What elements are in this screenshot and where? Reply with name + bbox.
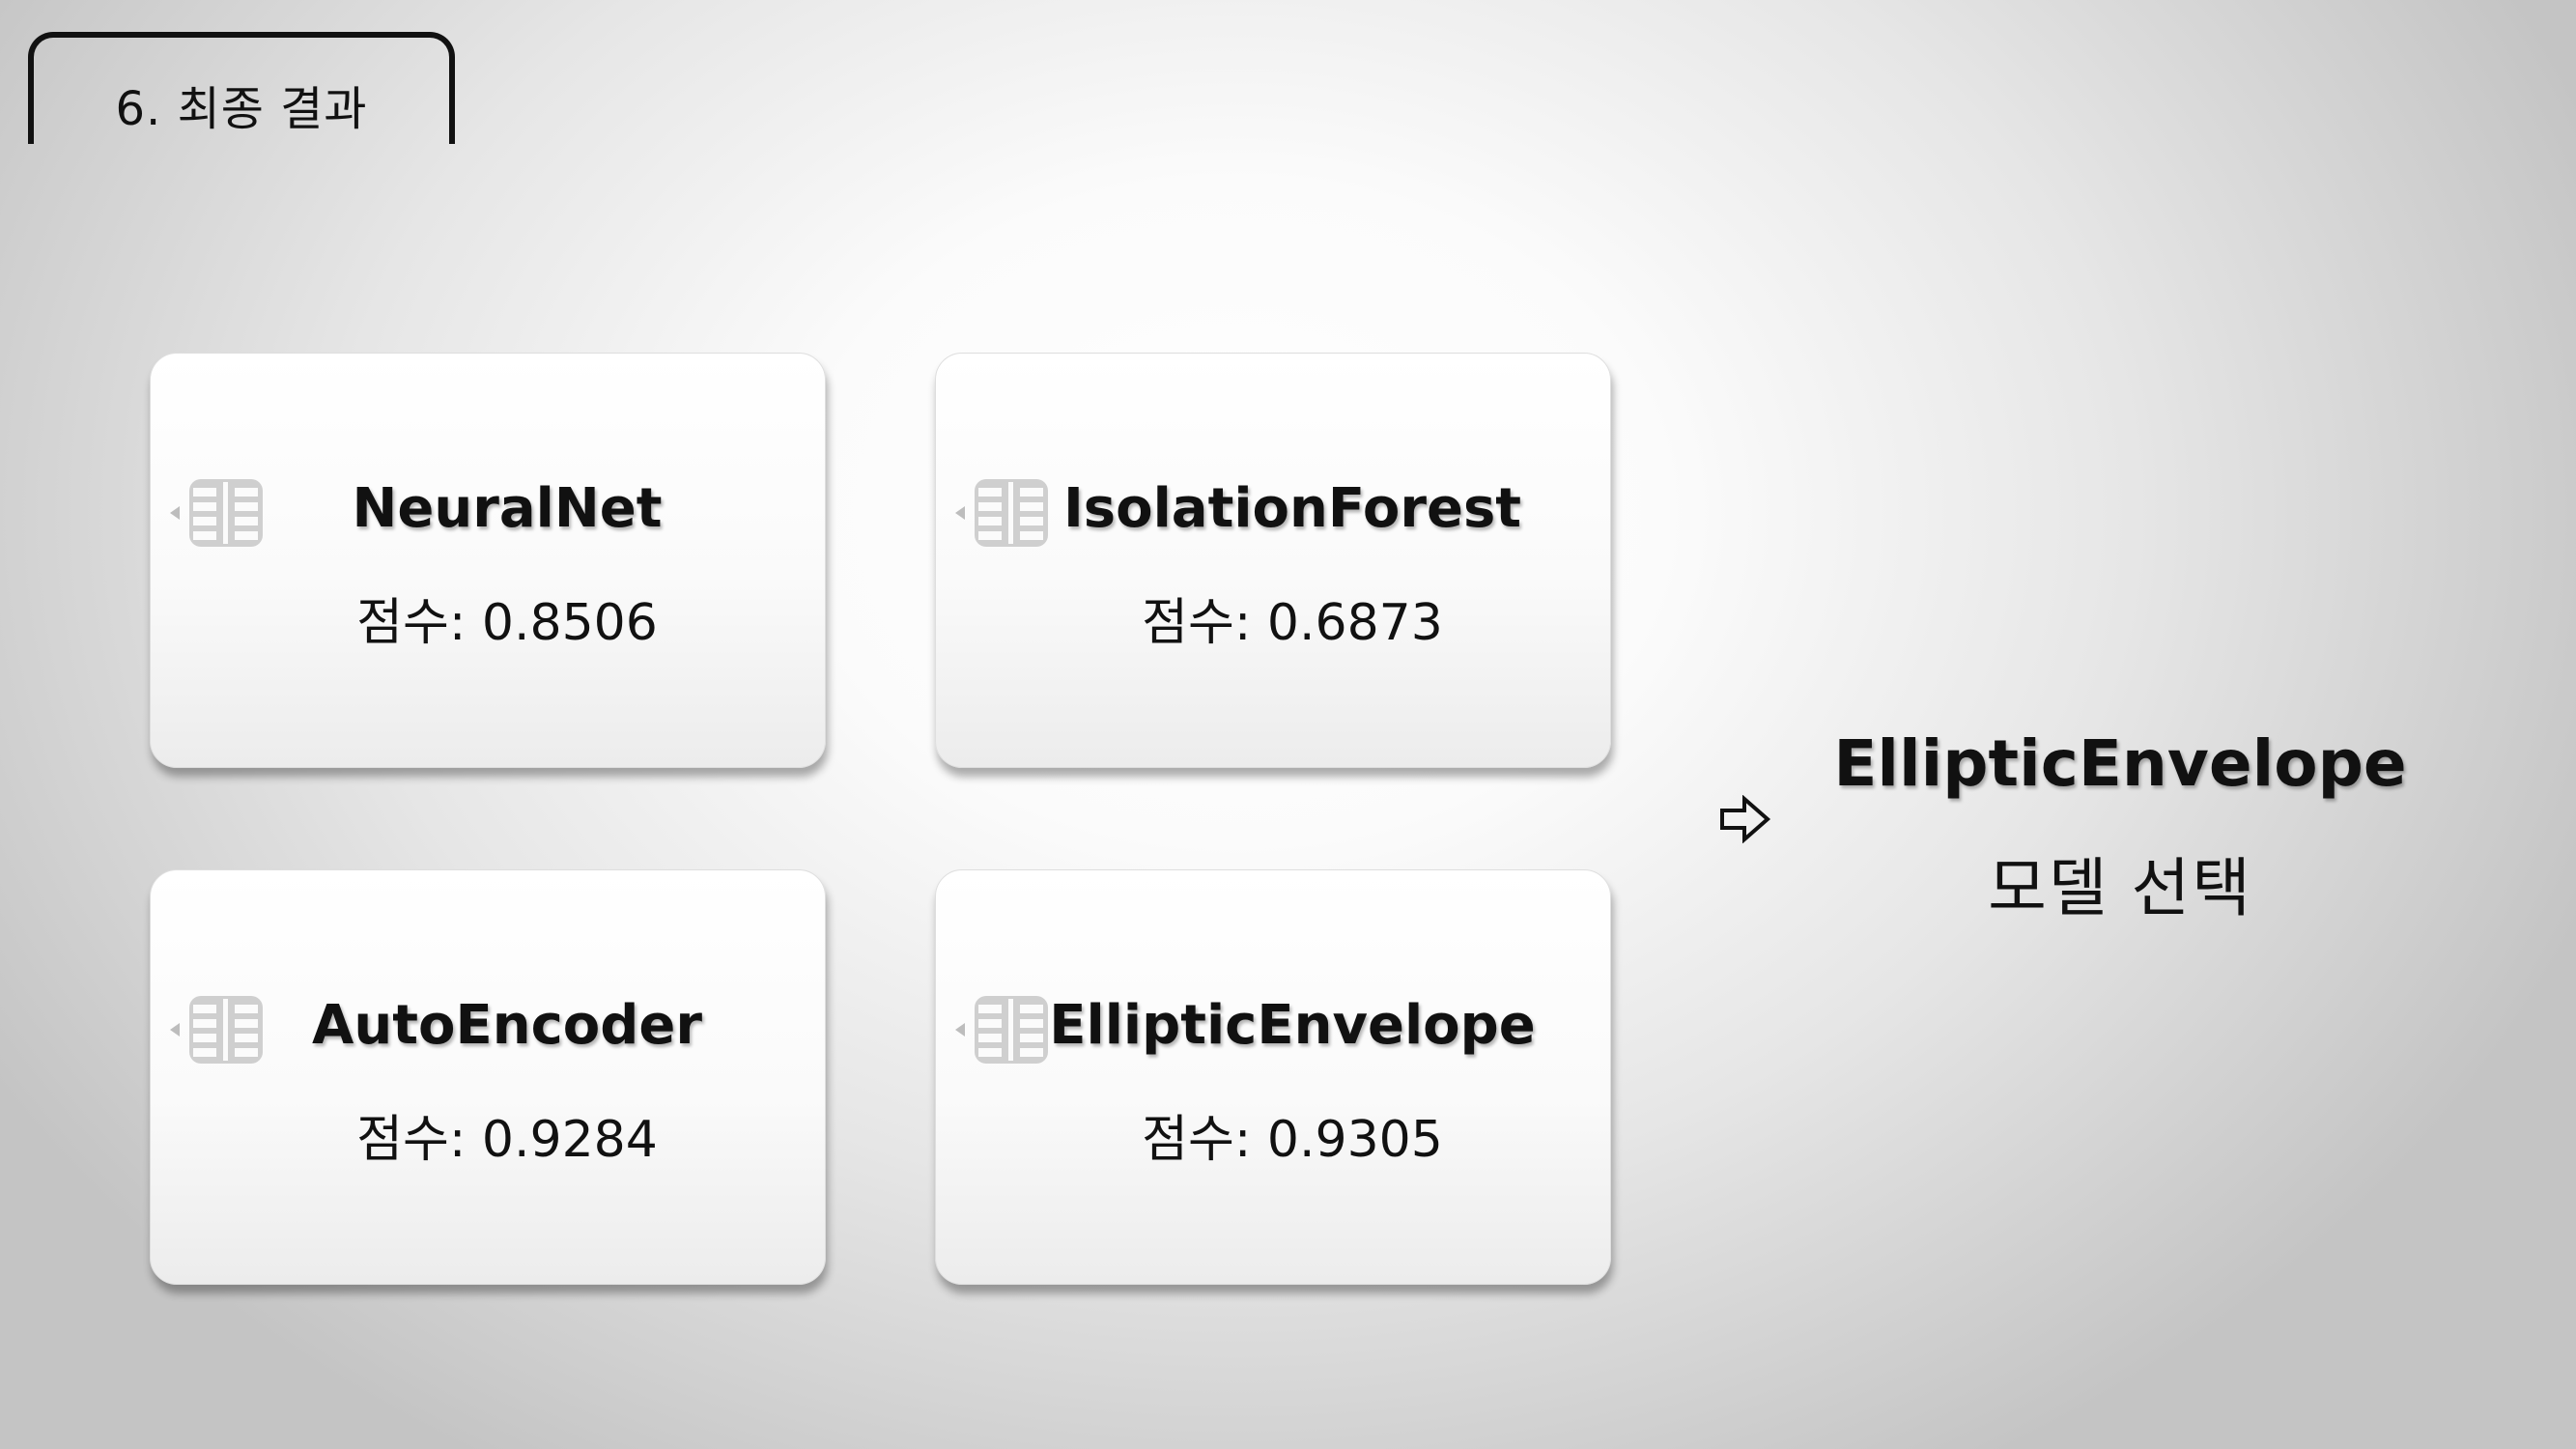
model-card-neuralnet: NeuralNet 점수: 0.8506 xyxy=(150,353,826,768)
chip-icon xyxy=(955,996,1048,1064)
model-score: 점수: 0.6873 xyxy=(1142,594,1443,652)
model-card-isolationforest: IsolationForest 점수: 0.6873 xyxy=(935,353,1611,768)
right-arrow-outline-icon xyxy=(1720,795,1771,843)
model-score: 점수: 0.8506 xyxy=(356,594,658,652)
model-name: NeuralNet xyxy=(352,477,663,540)
chip-icon xyxy=(170,996,263,1064)
model-name: EllipticEnvelope xyxy=(1049,994,1536,1057)
chip-icon xyxy=(170,479,263,547)
section-tab: 6. 최종 결과 xyxy=(28,32,455,144)
model-card-autoencoder: AutoEncoder 점수: 0.9284 xyxy=(150,869,826,1285)
section-title: 6. 최종 결과 xyxy=(115,82,368,136)
model-score: 점수: 0.9305 xyxy=(1142,1111,1443,1169)
model-card-ellipticenvelope: EllipticEnvelope 점수: 0.9305 xyxy=(935,869,1611,1285)
model-name: AutoEncoder xyxy=(312,994,702,1057)
chip-icon xyxy=(955,479,1048,547)
model-name: IsolationForest xyxy=(1062,477,1522,540)
selected-model-name: EllipticEnvelope xyxy=(1833,726,2407,801)
model-score: 점수: 0.9284 xyxy=(356,1111,658,1169)
selected-model-caption: 모델 선택 xyxy=(1988,851,2252,925)
